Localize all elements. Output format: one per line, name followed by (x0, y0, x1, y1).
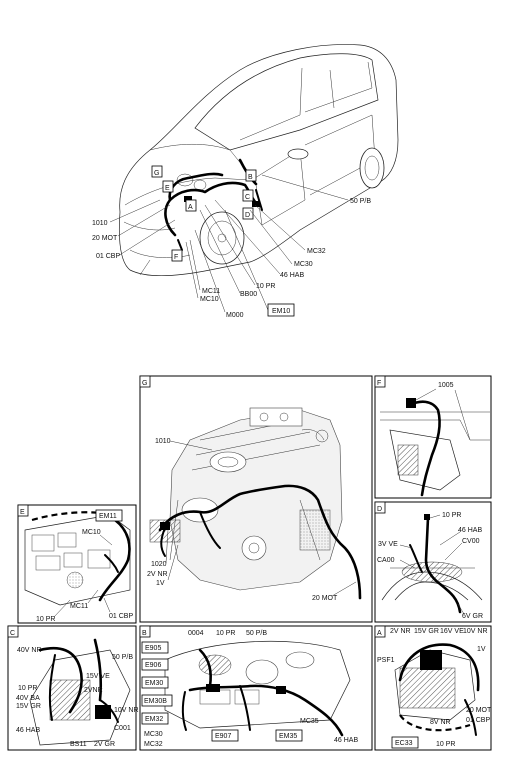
b-label-46-hab: 46 HAB (334, 737, 358, 744)
a-label-20-mot: 20 MOT (466, 707, 492, 714)
panel-e-title: E (20, 509, 25, 516)
c-label-10v-nr: 10V NR (114, 707, 139, 714)
d-label-10-pr: 10 PR (442, 512, 461, 519)
c-label-50-pb: 50 P/B (112, 654, 133, 661)
label-46-hab: 46 HAB (280, 272, 304, 279)
callout-c: C (245, 194, 250, 201)
label-1010: 1010 (92, 220, 108, 227)
label-mc11: MC11 (202, 288, 220, 295)
b-label-em32: EM32 (145, 716, 163, 723)
panel-a: A 2V NR 15V GR 16V VE 10V NR 1V PSF1 8V … (374, 625, 492, 751)
b-label-mc30: MC30 (144, 731, 163, 738)
label-bb00: BB00 (240, 291, 257, 298)
label-em10: EM10 (272, 308, 290, 315)
b-label-em30: EM30 (145, 680, 163, 687)
g-label-1020: 1020 (151, 561, 167, 568)
a-label-psf1: PSF1 (377, 657, 395, 664)
label-mc30: MC30 (294, 261, 313, 268)
c-label-2vnr: 2VNR (84, 687, 103, 694)
c-label-15v-gr: 15V GR (16, 703, 41, 710)
panel-f-title: F (377, 380, 381, 387)
panel-c-title: C (10, 630, 15, 637)
c-label-46-hab: 46 HAB (16, 727, 40, 734)
b-label-0004: 0004 (188, 630, 204, 637)
f-label-1005: 1005 (438, 382, 454, 389)
b-label-e906: E906 (145, 662, 161, 669)
b-label-50-pb: 50 P/B (246, 630, 267, 637)
c-label-10-pr: 10 PR (18, 685, 37, 692)
b-label-e905: E905 (145, 645, 161, 652)
callout-a: A (188, 204, 193, 211)
label-mc32: MC32 (307, 248, 326, 255)
b-label-mc35: MC35 (300, 718, 319, 725)
e-label-01-cbp: 01 CBP (109, 613, 133, 620)
c-label-c001: C001 (114, 725, 131, 732)
d-label-3v-ve: 3V VE (378, 541, 398, 548)
label-10-pr: 10 PR (256, 283, 275, 290)
panel-b-title: B (142, 630, 147, 637)
callout-d: D (245, 212, 250, 219)
panel-a-title: A (377, 630, 382, 637)
label-m000: M000 (226, 312, 244, 319)
g-label-2v-nr: 2V NR (147, 571, 168, 578)
e-label-10-pr: 10 PR (36, 616, 55, 623)
panel-c: C 40V NR 50 P/B 15V VE 10 PR 40V BA 15V … (7, 625, 139, 751)
a-label-10v-nr: 10V NR (463, 628, 488, 635)
d-label-46-hab: 46 HAB (458, 527, 482, 534)
callout-g: G (154, 170, 159, 177)
label-mc10: MC10 (200, 296, 219, 303)
a-label-8v-nr: 8V NR (430, 719, 451, 726)
b-label-em35: EM35 (279, 733, 297, 740)
d-label-6v-gr: 6V GR (462, 613, 483, 620)
overview-leaders (109, 174, 349, 313)
d-label-cv00: CV00 (462, 538, 480, 545)
panel-d: D 10 PR 3V VE 46 HAB CV00 CA00 6V GR (374, 501, 492, 623)
callout-e: E (165, 185, 170, 192)
a-label-10-pr: 10 PR (436, 741, 455, 748)
c-label-2v-gr: 2V GR (94, 741, 115, 748)
b-label-10-pr: 10 PR (216, 630, 235, 637)
a-label-15v-gr: 15V GR (414, 628, 439, 635)
a-label-1v: 1V (477, 646, 486, 653)
e-label-em11: EM11 (99, 513, 117, 520)
label-20-mot: 20 MOT (92, 235, 118, 242)
e-label-mc11: MC11 (70, 603, 88, 610)
label-01-cbp: 01 CBP (96, 253, 120, 260)
panel-b: B 0004 10 PR 50 P/B E905 E906 EM30 EM30B… (139, 625, 373, 751)
overview-callouts: G E B C A F D (151, 165, 257, 262)
b-label-em30b: EM30B (144, 698, 167, 705)
a-label-16v-ve: 16V VE (440, 628, 464, 635)
overview-car-illustration (118, 44, 399, 277)
panel-g-title: G (142, 380, 147, 387)
a-label-2v-nr: 2V NR (390, 628, 411, 635)
panel-g: G 1010 1020 2V NR 1V 20 MOT (139, 375, 373, 623)
panel-e: E EM11 MC10 MC11 01 CBP 10 PR (17, 504, 137, 624)
c-label-15v-ve: 15V VE (86, 673, 110, 680)
e-label-mc10: MC10 (82, 529, 101, 536)
a-label-ec33: EC33 (395, 740, 413, 747)
d-label-ca00: CA00 (377, 557, 395, 564)
callout-b: B (248, 174, 253, 181)
b-label-mc32: MC32 (144, 741, 163, 748)
a-label-01-cbp: 01 CBP (466, 717, 490, 724)
c-label-40v-nr: 40V NR (17, 647, 42, 654)
g-label-20-mot: 20 MOT (312, 595, 338, 602)
panel-f: F 1005 (374, 375, 492, 499)
overview-labels: 1010 20 MOT 01 CBP 50 P/B MC32 MC30 46 H… (92, 198, 371, 319)
label-50-pb: 50 P/B (350, 198, 371, 205)
c-label-bs11: BS11 (70, 741, 87, 748)
panel-d-title: D (377, 506, 382, 513)
g-label-1v: 1V (156, 580, 165, 587)
g-label-1010: 1010 (155, 438, 171, 445)
c-label-40v-ba: 40V BA (16, 695, 40, 702)
callout-f: F (174, 254, 178, 261)
b-label-e907: E907 (215, 733, 231, 740)
